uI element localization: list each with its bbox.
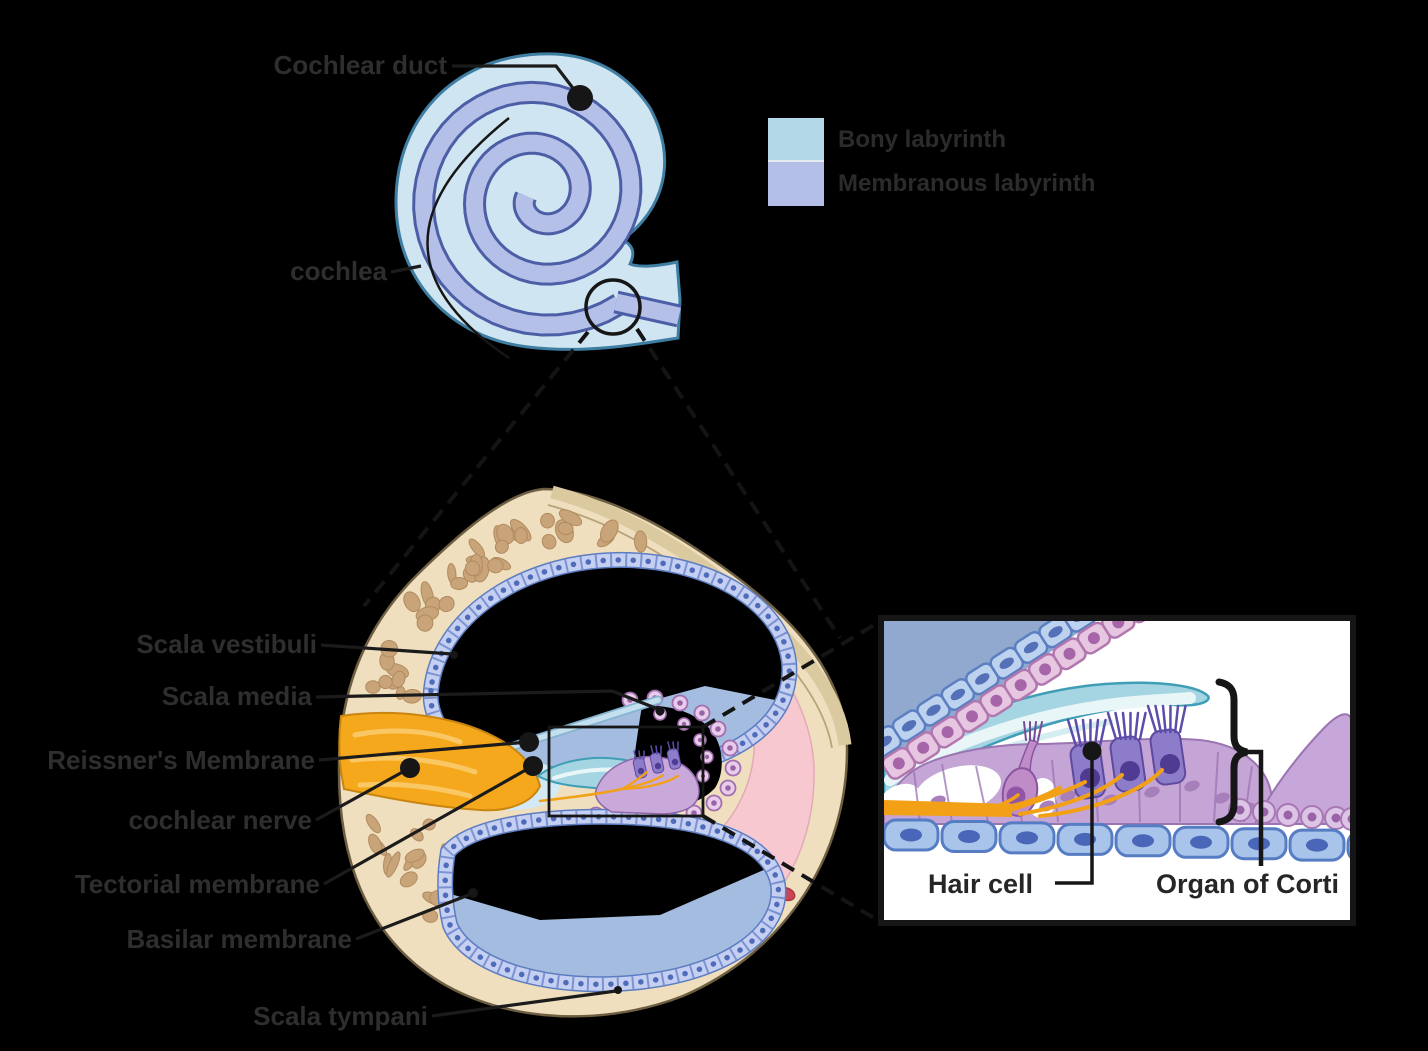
cochlea-spiral-overview [394,52,682,351]
label-cochlea: cochlea [290,256,387,286]
cochlear-duct-tail [614,293,681,325]
label-scala-tympani: Scala tympani [253,1001,428,1031]
leader-scala-tympani [431,989,617,1018]
legend-row-membranous: Membranous labyrinth [768,162,1095,206]
reissners-membrane-cells [884,621,1160,780]
leader-basilar-membrane [355,892,472,941]
hair-cell-pointer [1055,741,1102,885]
label-hair-cell: Hair cell [928,869,1034,899]
label-basilar-membrane: Basilar membrane [126,924,352,954]
leader-scala-vestibuli [320,643,453,656]
organ-of-corti-brace [1215,678,1264,866]
basilar-membrane-cells [884,818,1350,862]
label-organ-of-corti: Organ of Corti [1156,869,1339,899]
organ-of-corti-small [536,741,700,815]
cochlear-nerve-region [338,711,542,812]
label-tectorial-membrane: Tectorial membrane [74,869,320,899]
cochlear-duct-dot [567,85,593,111]
leader-cochlea [390,264,422,274]
leader-cochlear-nerve [315,767,409,822]
hair-cells-small [632,741,682,779]
label-reissners-membrane: Reissner's Membrane [47,745,315,775]
inset-border [878,615,1356,926]
membranous-labyrinth-swatch [768,162,824,206]
leader-reissners-membrane [318,740,529,762]
nerve-fibers-inset [884,768,1164,818]
bony-labyrinth-swatch [768,118,824,162]
legend: Bony labyrinth Membranous labyrinth [768,118,1095,206]
cochlea-bracket-arc [426,117,510,360]
magnifier-circle [584,278,642,336]
scala-tympani-chamber [430,817,800,1010]
label-cochlear-duct: Cochlear duct [273,50,447,80]
legend-label-bony: Bony labyrinth [838,126,1007,153]
supporting-cells-small [594,755,700,815]
legend-label-membranous: Membranous labyrinth [838,170,1096,197]
spiral-ligament-inset [1253,713,1350,825]
label-scala-media: Scala media [161,681,312,711]
label-leader-lines [315,64,665,1018]
bone-marrow-spots [365,509,648,923]
cochlear-duct-spiral [415,83,640,334]
label-cochlear-nerve: cochlear nerve [128,805,312,835]
leader-scala-media [315,689,659,711]
leader-cochlear-duct [452,64,581,97]
label-scala-vestibuli: Scala vestibuli [136,629,317,659]
organ-of-corti-inset [878,615,1356,926]
zoom-indicator-lines [362,327,842,640]
hair-cell-dot [1082,741,1102,761]
cochlea-cross-section [337,485,881,1018]
leader-tectorial-membrane [323,765,532,886]
inset-connector-lines [701,620,881,923]
legend-row-bony: Bony labyrinth [768,118,1095,162]
focus-rectangle [547,725,705,818]
